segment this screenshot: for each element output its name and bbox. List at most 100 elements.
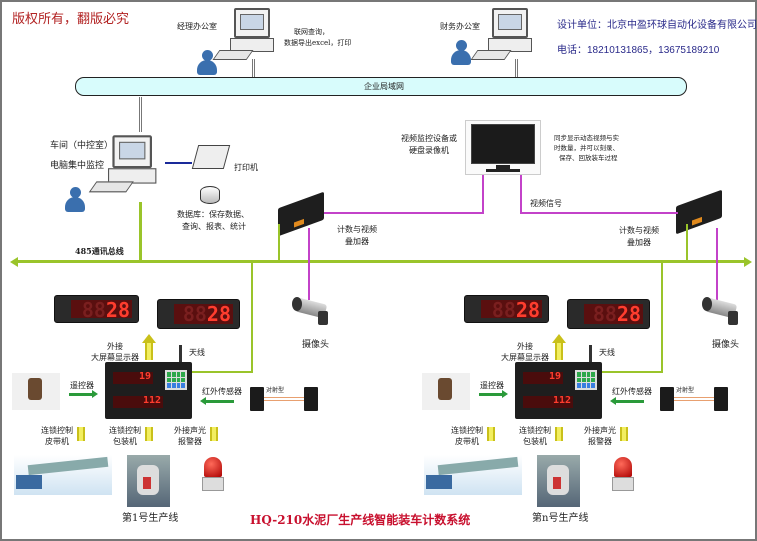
arrow-head — [92, 390, 98, 398]
video-monitor-icon — [465, 120, 541, 175]
display-value: 28 — [515, 298, 540, 322]
phone-number: 电话：18210131865，13675189210 — [557, 45, 720, 56]
arrow-down-icon — [487, 427, 495, 441]
arrow-down-icon — [210, 427, 218, 441]
printer-cable — [165, 162, 192, 164]
lan-pipe — [75, 77, 687, 96]
bus-link — [192, 371, 253, 373]
monitor-note: 同步显示动态视频与实 — [554, 134, 619, 142]
lan-label: 企业局域网 — [364, 82, 404, 91]
arrow-left-icon — [10, 257, 18, 267]
large-display: 8828 — [464, 295, 549, 323]
packer-photo — [127, 455, 170, 507]
manager-computer-icon — [212, 8, 278, 64]
count-top-display: 19 — [113, 372, 153, 384]
large-display: 8828 — [157, 299, 240, 329]
belt-conveyor-photo — [14, 455, 112, 495]
arrow-left-icon — [616, 400, 644, 403]
video-cable — [482, 175, 484, 214]
remote-control-photo — [12, 373, 60, 410]
manager-note: 数据导出excel，打印 — [284, 39, 352, 47]
belt-label: 皮带机 — [455, 437, 479, 446]
arrow-head — [200, 397, 206, 405]
arrow-down-icon — [620, 427, 628, 441]
link-arrow — [252, 59, 255, 77]
workshop-label: 电脑集中监控 — [50, 161, 105, 171]
finance-office-label: 财务办公室 — [440, 22, 480, 31]
overlay-label: 叠加器 — [345, 237, 369, 246]
big-display-label: 外接 — [517, 342, 533, 351]
production-line-label: 第1号生产线 — [122, 513, 179, 524]
copyright-notice: 版权所有，翻版必究 — [12, 12, 130, 27]
ir-sensor-icon — [250, 387, 264, 411]
arrow-right-icon — [69, 393, 93, 396]
alarm-label: 外接声光 — [174, 426, 206, 435]
count-bottom-display: 112 — [113, 396, 163, 408]
finance-computer-icon — [470, 8, 536, 64]
count-top-display: 19 — [523, 372, 563, 384]
alarm-label: 报警器 — [178, 437, 202, 446]
workshop-label: 车间（中控室） — [50, 141, 114, 151]
big-display-label: 外接 — [107, 342, 123, 351]
link-arrow — [139, 97, 142, 132]
production-line: 8828 8828 外接 大屏幕显示器 天线 19 112 遥控器 红外传感器 … — [412, 261, 752, 537]
arrow-head — [610, 397, 616, 405]
alarm-light-icon — [612, 457, 634, 493]
central-computer-icon — [88, 135, 161, 197]
video-cable — [520, 175, 522, 214]
person-icon — [197, 50, 217, 76]
packer-label: 连锁控制 — [109, 426, 141, 435]
camera-label: 摄像头 — [712, 340, 740, 350]
keypad — [165, 370, 187, 390]
arrow-right-icon — [479, 393, 503, 396]
monitor-label: 视频监控设备或 — [401, 134, 457, 143]
link-arrow — [515, 59, 518, 77]
antenna-icon — [179, 345, 182, 362]
production-line: 8828 8828 外接 大屏幕显示器 天线 19 112 遥控器 红外传感器 … — [2, 261, 342, 537]
bus-link — [602, 371, 663, 373]
display-dim-digits: 88 — [592, 302, 617, 326]
alarm-light-icon — [202, 457, 224, 493]
arrow-up-icon — [555, 343, 563, 360]
arrow-left-icon — [206, 400, 234, 403]
belt-label: 皮带机 — [45, 437, 69, 446]
alarm-label: 外接声光 — [584, 426, 616, 435]
beam-type-label: 对射型 — [676, 387, 695, 394]
beam-type-label: 对射型 — [266, 387, 285, 394]
big-display-label: 大屏幕显示器 — [501, 353, 549, 362]
database-label: 查询、报表、统计 — [182, 222, 246, 231]
remote-label: 遥控器 — [70, 381, 94, 390]
overlay-device-icon — [278, 191, 324, 237]
packer-label: 包装机 — [523, 437, 547, 446]
belt-label: 连锁控制 — [451, 426, 483, 435]
overlay-label: 计数与视频 — [619, 226, 659, 235]
belt-label: 连锁控制 — [41, 426, 73, 435]
packer-label: 连锁控制 — [519, 426, 551, 435]
monitor-note: 保存、回放装车过程 — [559, 154, 618, 162]
bus-label: 485通讯总线 — [75, 246, 124, 256]
video-cable — [520, 212, 678, 214]
antenna-label: 天线 — [599, 348, 615, 357]
display-value: 28 — [616, 302, 641, 326]
overlay-label: 叠加器 — [627, 238, 651, 247]
arrow-head — [502, 390, 508, 398]
arrow-down-icon — [145, 427, 153, 441]
remote-label: 遥控器 — [480, 381, 504, 390]
arrow-down-icon — [77, 427, 85, 441]
counting-controller: 19 112 — [515, 362, 602, 419]
bus-link — [686, 224, 688, 261]
ir-sensor-label: 红外传感器 — [202, 387, 242, 396]
display-value: 28 — [206, 302, 231, 326]
video-cable — [324, 212, 484, 214]
monitor-label: 硬盘录像机 — [409, 146, 449, 155]
display-value: 28 — [105, 298, 130, 322]
video-cable — [308, 228, 310, 300]
database-icon — [200, 186, 220, 204]
camera-icon — [292, 297, 332, 327]
bus-link — [278, 224, 280, 261]
antenna-icon — [589, 345, 592, 362]
overlay-label: 计数与视频 — [337, 225, 377, 234]
counting-controller: 19 112 — [105, 362, 192, 419]
video-cable — [716, 228, 718, 300]
display-dim-digits: 88 — [81, 298, 106, 322]
